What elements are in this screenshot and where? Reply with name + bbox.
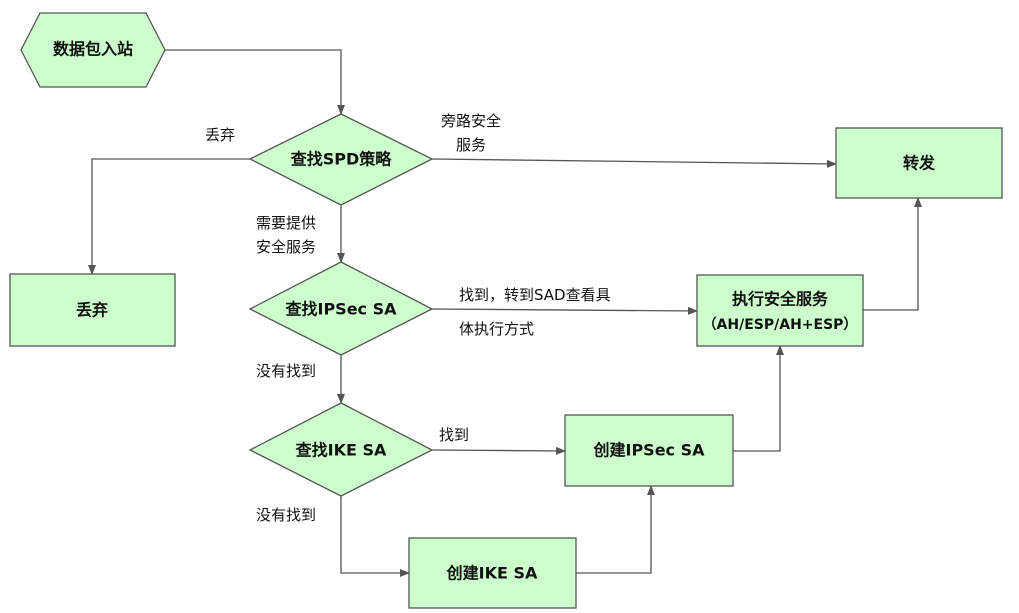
decision-spd-label: 查找SPD策略 xyxy=(291,150,393,169)
edge-ike-to-create-ike xyxy=(340,496,410,577)
process-execute-label-1: 执行安全服务 xyxy=(732,290,829,309)
process-forward: 转发 xyxy=(835,127,1003,199)
edge-create-ipsec-to-execute xyxy=(733,345,784,452)
edge-labels: 丢弃 旁路安全 服务 需要提供 安全服务 找到，转到SAD查看具 体执行方式 没… xyxy=(205,112,611,524)
edge-spd-to-forward xyxy=(431,158,837,168)
process-create-ipsec-sa: 创建IPSec SA xyxy=(564,414,734,487)
nodes: 数据包入站 查找SPD策略 查找IPSec SA 查找IKE SA 丢弃 转发 xyxy=(9,12,1003,609)
start-node: 数据包入站 xyxy=(20,12,166,88)
label-need-service-1: 需要提供 xyxy=(256,214,316,232)
edge-spd-to-discard xyxy=(88,158,250,275)
decision-ike-sa-label: 查找IKE SA xyxy=(296,441,387,460)
label-found-sad-1: 找到，转到SAD查看具 xyxy=(459,286,611,304)
process-execute-security: 执行安全服务 （AH/ESP/AH+ESP） xyxy=(696,274,864,347)
label-bypass-1: 旁路安全 xyxy=(441,112,501,130)
process-create-ipsec-label: 创建IPSec SA xyxy=(592,441,705,460)
process-discard-label: 丢弃 xyxy=(76,301,108,320)
label-bypass-2: 服务 xyxy=(456,136,486,154)
edge-execute-to-forward xyxy=(863,197,922,311)
decision-ipsec-sa-label: 查找IPSec SA xyxy=(285,300,397,319)
label-found-sad-2: 体执行方式 xyxy=(459,320,534,338)
decision-spd: 查找SPD策略 xyxy=(248,113,434,206)
edge-start-to-spd xyxy=(165,49,345,115)
edge-ipsec-to-execute xyxy=(431,306,698,315)
label-found: 找到 xyxy=(439,426,469,444)
edge-create-ike-to-create-ipsec xyxy=(576,485,655,574)
edges xyxy=(88,49,922,577)
process-discard: 丢弃 xyxy=(9,273,176,347)
label-not-found-2: 没有找到 xyxy=(256,506,316,524)
decision-ipsec-sa: 查找IPSec SA xyxy=(248,261,434,356)
process-create-ike-label: 创建IKE SA xyxy=(446,564,538,583)
edge-ike-to-create-ipsec xyxy=(431,446,566,455)
label-discard: 丢弃 xyxy=(205,126,235,144)
start-node-label: 数据包入站 xyxy=(53,40,133,59)
process-create-ike-sa: 创建IKE SA xyxy=(408,537,577,609)
label-not-found-1: 没有找到 xyxy=(256,362,316,380)
process-execute-label-2: （AH/ESP/AH+ESP） xyxy=(703,317,858,333)
process-forward-label: 转发 xyxy=(903,154,936,173)
decision-ike-sa: 查找IKE SA xyxy=(248,402,434,497)
label-need-service-2: 安全服务 xyxy=(256,238,316,256)
